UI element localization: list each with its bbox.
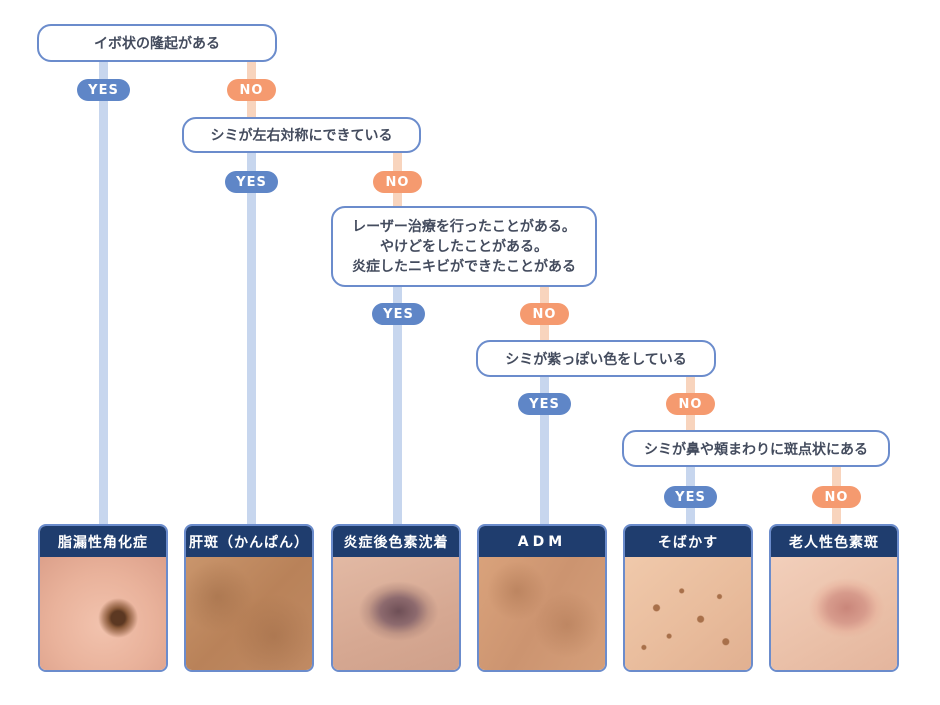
- result-title: 老人性色素斑: [771, 526, 897, 557]
- question-3-line-2: やけどをしたことがある。: [380, 238, 548, 255]
- yes-line-1: [99, 62, 108, 526]
- result-card-melasma: 肝斑（かんぱん）: [184, 524, 314, 672]
- question-1-box: イボ状の隆起がある: [37, 24, 277, 62]
- yes-badge-4: YES: [518, 393, 571, 415]
- result-card-seborrheic-keratosis: 脂漏性角化症: [38, 524, 168, 672]
- skin-photo-lentigo: [771, 557, 897, 670]
- yes-badge-5: YES: [664, 486, 717, 508]
- result-title: 炎症後色素沈着: [333, 526, 459, 557]
- skin-photo-pih: [333, 557, 459, 670]
- yes-line-4: [540, 376, 549, 526]
- result-card-post-inflammatory-hyperpigmentation: 炎症後色素沈着: [331, 524, 461, 672]
- question-2-text: シミが左右対称にできている: [210, 128, 393, 144]
- yes-line-2: [247, 152, 256, 526]
- question-3-box: レーザー治療を行ったことがある。 やけどをしたことがある。 炎症したニキビができ…: [331, 206, 597, 287]
- result-card-solar-lentigo: 老人性色素斑: [769, 524, 899, 672]
- result-title: 脂漏性角化症: [40, 526, 166, 557]
- question-5-text: シミが鼻や頬まわりに斑点状にある: [644, 441, 868, 458]
- question-4-box: シミが紫っぽい色をしている: [476, 340, 716, 377]
- question-3-line-3: 炎症したニキビができたことがある: [352, 258, 576, 275]
- yes-badge-3: YES: [372, 303, 425, 325]
- skin-photo-freckles: [625, 557, 751, 670]
- skin-photo-wart: [40, 557, 166, 670]
- skin-photo-adm: [479, 557, 605, 670]
- result-title: そばかす: [625, 526, 751, 557]
- yes-line-3: [393, 286, 402, 526]
- no-badge-4: NO: [666, 393, 715, 415]
- result-title: 肝斑（かんぱん）: [186, 526, 312, 557]
- question-4-text: シミが紫っぽい色をしている: [505, 351, 687, 368]
- no-badge-3: NO: [520, 303, 569, 325]
- result-card-freckles: そばかす: [623, 524, 753, 672]
- result-title: ADM: [479, 526, 605, 557]
- question-1-text: イボ状の隆起がある: [94, 36, 220, 52]
- question-3-line-1: レーザー治療を行ったことがある。: [352, 218, 576, 235]
- question-2-box: シミが左右対称にできている: [182, 117, 421, 153]
- no-badge-5: NO: [812, 486, 861, 508]
- yes-badge-1: YES: [77, 79, 130, 101]
- no-badge-2: NO: [373, 171, 422, 193]
- yes-badge-2: YES: [225, 171, 278, 193]
- skin-photo-melasma: [186, 557, 312, 670]
- no-badge-1: NO: [227, 79, 276, 101]
- result-card-adm: ADM: [477, 524, 607, 672]
- question-5-box: シミが鼻や頬まわりに斑点状にある: [622, 430, 890, 467]
